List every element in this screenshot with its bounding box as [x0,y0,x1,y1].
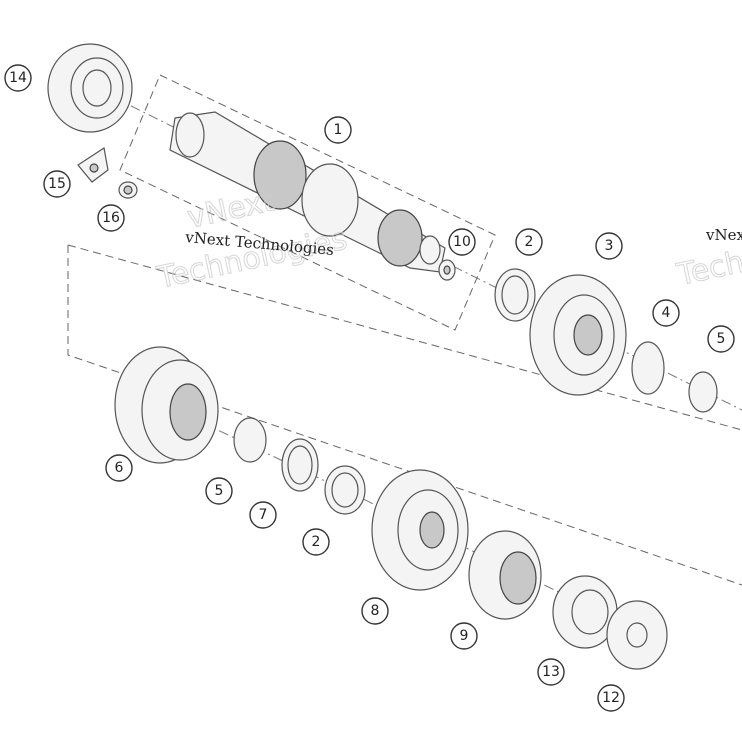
callout-14: 14 [4,64,32,92]
bearing-13 [552,575,618,649]
svg-text:5: 5 [717,331,726,347]
svg-text:4: 4 [662,305,671,321]
callout-5-lower: 5 [205,477,233,505]
callout-13: 13 [537,658,565,686]
watermark-edge-small: vNex [705,226,742,244]
gear-9 [468,530,542,620]
callout-5-upper: 5 [707,325,735,353]
svg-text:1: 1 [334,122,343,138]
callout-10: 10 [448,228,476,256]
gear-6 [114,346,219,464]
svg-text:6: 6 [115,460,124,476]
svg-text:3: 3 [605,238,614,254]
svg-text:15: 15 [48,176,66,192]
watermark-edge-big: Tech [673,245,742,293]
bracket-15 [77,147,109,183]
svg-text:10: 10 [453,234,471,250]
svg-text:16: 16 [102,210,120,226]
callout-9: 9 [450,622,478,650]
gear-8 [371,469,469,591]
svg-text:14: 14 [9,70,27,86]
washer-7 [281,438,319,492]
callout-2-lower: 2 [302,528,330,556]
svg-text:13: 13 [542,664,560,680]
ring-4 [631,341,665,395]
gear-3 [529,274,627,396]
callout-3: 3 [595,232,623,260]
callout-4: 4 [652,299,680,327]
circlip-5-lower [233,417,267,463]
callout-8: 8 [361,597,389,625]
callout-1: 1 [324,116,352,144]
callout-12: 12 [597,684,625,712]
svg-text:9: 9 [460,628,469,644]
svg-text:2: 2 [525,234,534,250]
svg-text:5: 5 [215,483,224,499]
svg-text:2: 2 [312,534,321,550]
bearing-14 [47,43,133,133]
callout-15: 15 [43,170,71,198]
svg-text:7: 7 [259,507,268,523]
nut-16 [118,181,138,199]
circlip-5-upper [688,371,718,413]
callout-7: 7 [249,501,277,529]
callout-2-upper: 2 [515,228,543,256]
shaft-group-outline [119,74,496,331]
lower-group-outline [67,245,742,586]
svg-text:12: 12 [602,690,620,706]
callout-6: 6 [105,454,133,482]
bushing-2-upper [494,268,536,322]
washer-10 [438,259,456,281]
bushing-2-lower [324,465,366,515]
callout-16: 16 [97,204,125,232]
watermark-big-1: vNext [184,183,277,236]
watermark-big-2: Technologies [153,222,350,297]
shim-12 [606,600,668,670]
svg-text:8: 8 [371,603,380,619]
